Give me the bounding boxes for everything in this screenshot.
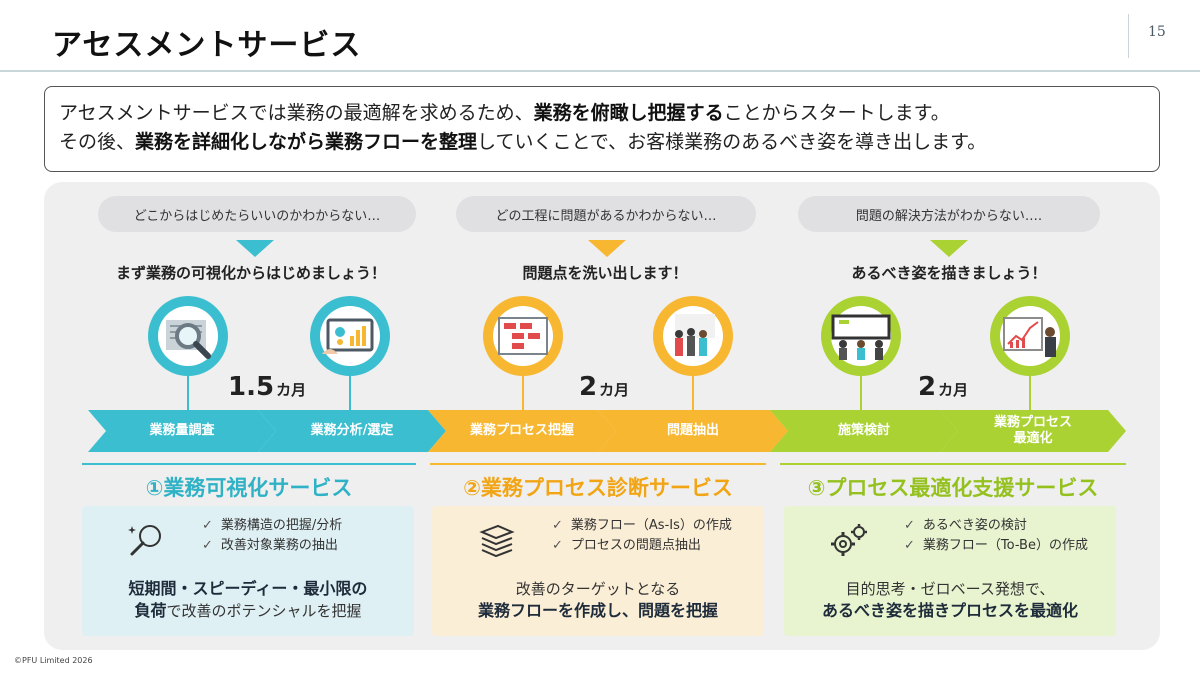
- down-arrow-icon: [588, 240, 626, 257]
- check-item: ✓プロセスの問題点抽出: [552, 538, 701, 553]
- connector-line: [1029, 374, 1031, 410]
- concern-bubble-3: 問題の解決方法がわからない‥‥: [798, 196, 1100, 232]
- magnifier-document-icon: [148, 296, 228, 376]
- service-card-3: ✓あるべき姿の検討 ✓業務フロー（To-Be）の作成 目的思考・ゼロベース発想で…: [784, 506, 1116, 636]
- card-summary: 改善のターゲットとなる 業務フローを作成し、問題を把握: [477, 580, 718, 620]
- step-label-4: 問題抽出: [666, 423, 719, 438]
- check-list: ✓業務構造の把握/分析 ✓改善対象業務の抽出: [202, 516, 342, 556]
- phase-headline-1: まず業務の可視化からはじめましょう！: [115, 264, 386, 282]
- intro-box: アセスメントサービスでは業務の最適解を求めるため、業務を俯瞰し把握することからス…: [44, 86, 1160, 172]
- step-label-5: 施策検討: [837, 423, 890, 438]
- card-summary: 短期間・スピーディー・最小限の 負荷で改善のポテンシャルを把握: [128, 579, 368, 620]
- concern-bubble-1: どこからはじめたらいいのかわからない…: [98, 196, 416, 232]
- team-meeting-icon: [653, 296, 733, 376]
- layers-icon: [476, 520, 518, 562]
- service-card-2: ✓業務フロー（As-Is）の作成 ✓プロセスの問題点抽出 改善のターゲットとなる…: [432, 506, 764, 636]
- service-title-2: ②業務プロセス診断サービス: [463, 476, 733, 500]
- connector-line: [187, 374, 189, 410]
- check-item: ✓業務フロー（As-Is）の作成: [552, 518, 732, 533]
- card-summary: 目的思考・ゼロベース発想で、 あるべき姿を描きプロセスを最適化: [821, 580, 1078, 620]
- intro-line-1: アセスメントサービスでは業務の最適解を求めるため、業務を俯瞰し把握することからス…: [59, 102, 950, 124]
- down-arrow-icon: [930, 240, 968, 257]
- down-arrow-icon: [236, 240, 274, 257]
- connector-line: [522, 374, 524, 410]
- concern-bubble-2: どの工程に問題があるかわからない…: [456, 196, 756, 232]
- magnifier-icon: [126, 520, 168, 562]
- step-label-6: 業務プロセス 最適化: [993, 415, 1072, 446]
- growth-chart-presenter-icon: [990, 296, 1070, 376]
- title-divider: [0, 70, 1200, 72]
- check-item: ✓改善対象業務の抽出: [202, 538, 338, 553]
- check-item: ✓業務構造の把握/分析: [202, 518, 343, 533]
- page-title: アセスメントサービス: [52, 28, 362, 63]
- process-step-arrow: [940, 410, 1126, 452]
- page-number-divider: [1128, 14, 1129, 58]
- service-title-3: ③プロセス最適化支援サービス: [807, 476, 1099, 500]
- section-underline: [780, 463, 1126, 465]
- section-underline: [430, 463, 766, 465]
- connector-line: [692, 374, 694, 410]
- flowchart-board-icon: [483, 296, 563, 376]
- gears-icon: [828, 520, 870, 562]
- process-step-arrow: [428, 410, 616, 452]
- phase-headline-2: 問題点を洗い出します！: [522, 264, 688, 282]
- service-card-1: ✓業務構造の把握/分析 ✓改善対象業務の抽出 短期間・スピーディー・最小限の 負…: [82, 506, 414, 636]
- intro-line-2: その後、業務を詳細化しながら業務フローを整理していくことで、お客様業務のあるべき…: [59, 131, 987, 153]
- process-step-arrow: [258, 410, 446, 452]
- section-underline: [82, 463, 416, 465]
- process-step-arrow: [598, 410, 788, 452]
- copyright: ©PFU Limited 2026: [14, 656, 93, 665]
- connector-line: [860, 374, 862, 410]
- presentation-screen-icon: [821, 296, 901, 376]
- step-label-1: 業務量調査: [149, 423, 215, 438]
- check-list: ✓業務フロー（As-Is）の作成 ✓プロセスの問題点抽出: [552, 516, 732, 556]
- process-step-arrow: [770, 410, 958, 452]
- check-item: ✓業務フロー（To-Be）の作成: [904, 538, 1088, 553]
- connector-line: [349, 374, 351, 410]
- step-label-2: 業務分析/選定: [310, 423, 394, 438]
- phase-headline-3: あるべき姿を描きましょう！: [851, 264, 1047, 282]
- step-label-3: 業務プロセス把握: [469, 423, 574, 438]
- check-list: ✓あるべき姿の検討 ✓業務フロー（To-Be）の作成: [904, 516, 1088, 556]
- page-number: 15: [1148, 24, 1166, 40]
- process-step-arrow: [88, 410, 276, 452]
- check-item: ✓あるべき姿の検討: [904, 518, 1027, 533]
- chart-tablet-icon: [310, 296, 390, 376]
- service-title-1: ①業務可視化サービス: [145, 476, 353, 500]
